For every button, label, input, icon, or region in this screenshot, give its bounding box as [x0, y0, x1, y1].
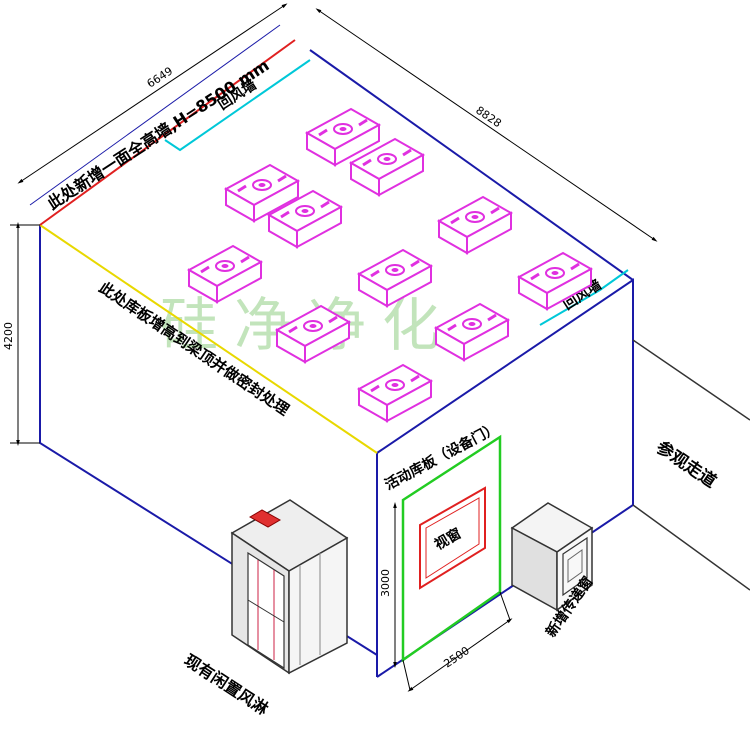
- ffu-unit: [266, 189, 344, 249]
- ffu-unit: [348, 137, 426, 197]
- dim-door-width-line: [407, 618, 513, 692]
- dim-length-line: [315, 8, 658, 242]
- visit-corridor-label: 参观走道: [652, 437, 720, 492]
- viewing-window-inner: [425, 497, 480, 579]
- dim-height-label: 4200: [2, 322, 15, 350]
- viewing-window-frame: [419, 486, 486, 590]
- dim-width-line: [17, 3, 288, 184]
- viewing-window-label: 视窗: [432, 525, 465, 554]
- ffu-unit: [356, 363, 434, 423]
- ffu-unit: [436, 195, 514, 255]
- dim-door-width-tick-2: [499, 591, 511, 621]
- right-wall-outline: [376, 278, 634, 678]
- dim-door-width-label: 2500: [441, 644, 471, 670]
- air-shower: [230, 499, 349, 675]
- ffu-unit: [356, 248, 434, 308]
- corridor-line-2: [632, 504, 750, 591]
- ffu-unit: [516, 251, 594, 311]
- ffu-unit: [274, 304, 352, 364]
- dim-door-width-tick-1: [402, 659, 411, 691]
- new-wall-line-2: [29, 24, 281, 206]
- left-top-edge: [39, 224, 378, 454]
- dim-width-label: 6649: [145, 64, 176, 90]
- return-wall-right: [539, 269, 629, 326]
- movable-panel-label: 活动库板（设备门）: [382, 419, 501, 493]
- pass-box: [510, 502, 594, 612]
- ffu-unit: [304, 107, 382, 167]
- ffu-unit: [223, 163, 301, 223]
- ffu-group: [186, 107, 594, 423]
- ffu-unit: [433, 302, 511, 362]
- ffu-unit: [186, 244, 264, 304]
- air-shower-label: 现有闲置风淋: [181, 650, 272, 718]
- dim-door-height-label: 3000: [379, 569, 392, 597]
- corridor-line-1: [632, 339, 750, 421]
